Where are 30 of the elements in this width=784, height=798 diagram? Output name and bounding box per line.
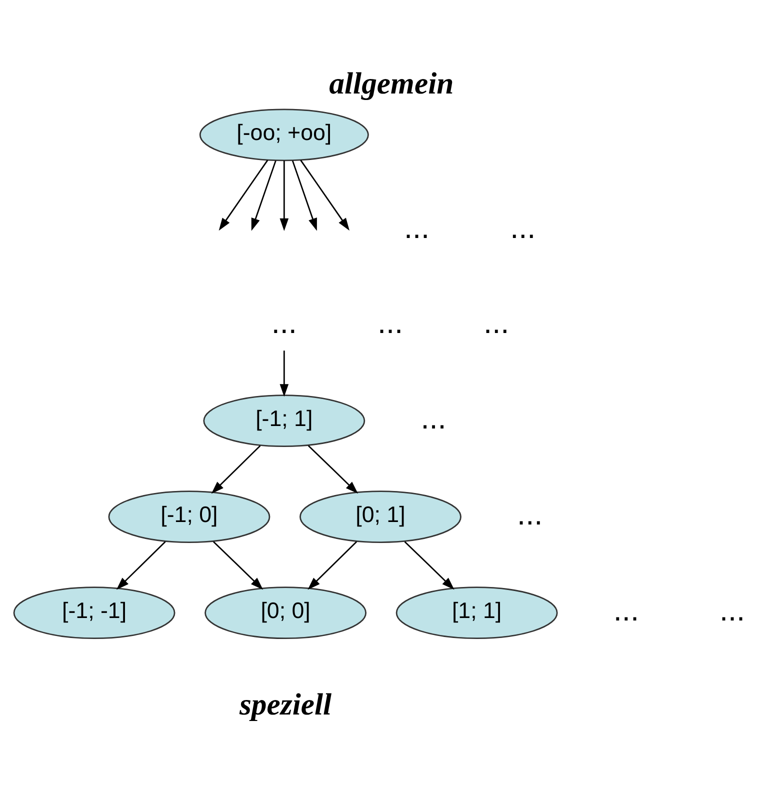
label: ... [719,592,746,628]
arrow [213,541,264,590]
arrow [280,160,289,231]
label: ... [517,496,543,532]
caption: speziell [239,688,332,722]
arrow [308,445,358,494]
diagram-title: allgemein [329,66,454,100]
label: ... [613,592,639,628]
node-ellipse: [-1; -1] [13,586,176,640]
label: ... [404,210,430,246]
node-ellipse: [0; 0] [204,586,367,640]
node-ellipse: [0; 1] [300,490,462,544]
label: ... [510,210,536,246]
node-ellipse: [-oo; +oo] [199,108,369,162]
label: ... [420,400,446,436]
arrow [404,541,454,590]
label: ... [377,305,404,340]
arrow [308,541,358,590]
arrow [251,160,276,231]
node-ellipse: [1; 1] [396,586,558,640]
arrow [211,445,261,494]
label: ... [484,305,510,340]
arrow [116,541,166,590]
node-text: ... [271,305,297,340]
arrow [300,160,350,231]
node-ellipse: [-1; 1] [203,394,366,448]
arrow [218,160,268,231]
arrow [292,160,317,231]
arrow [280,350,289,397]
node-ellipse: [-1; 0] [108,490,270,544]
